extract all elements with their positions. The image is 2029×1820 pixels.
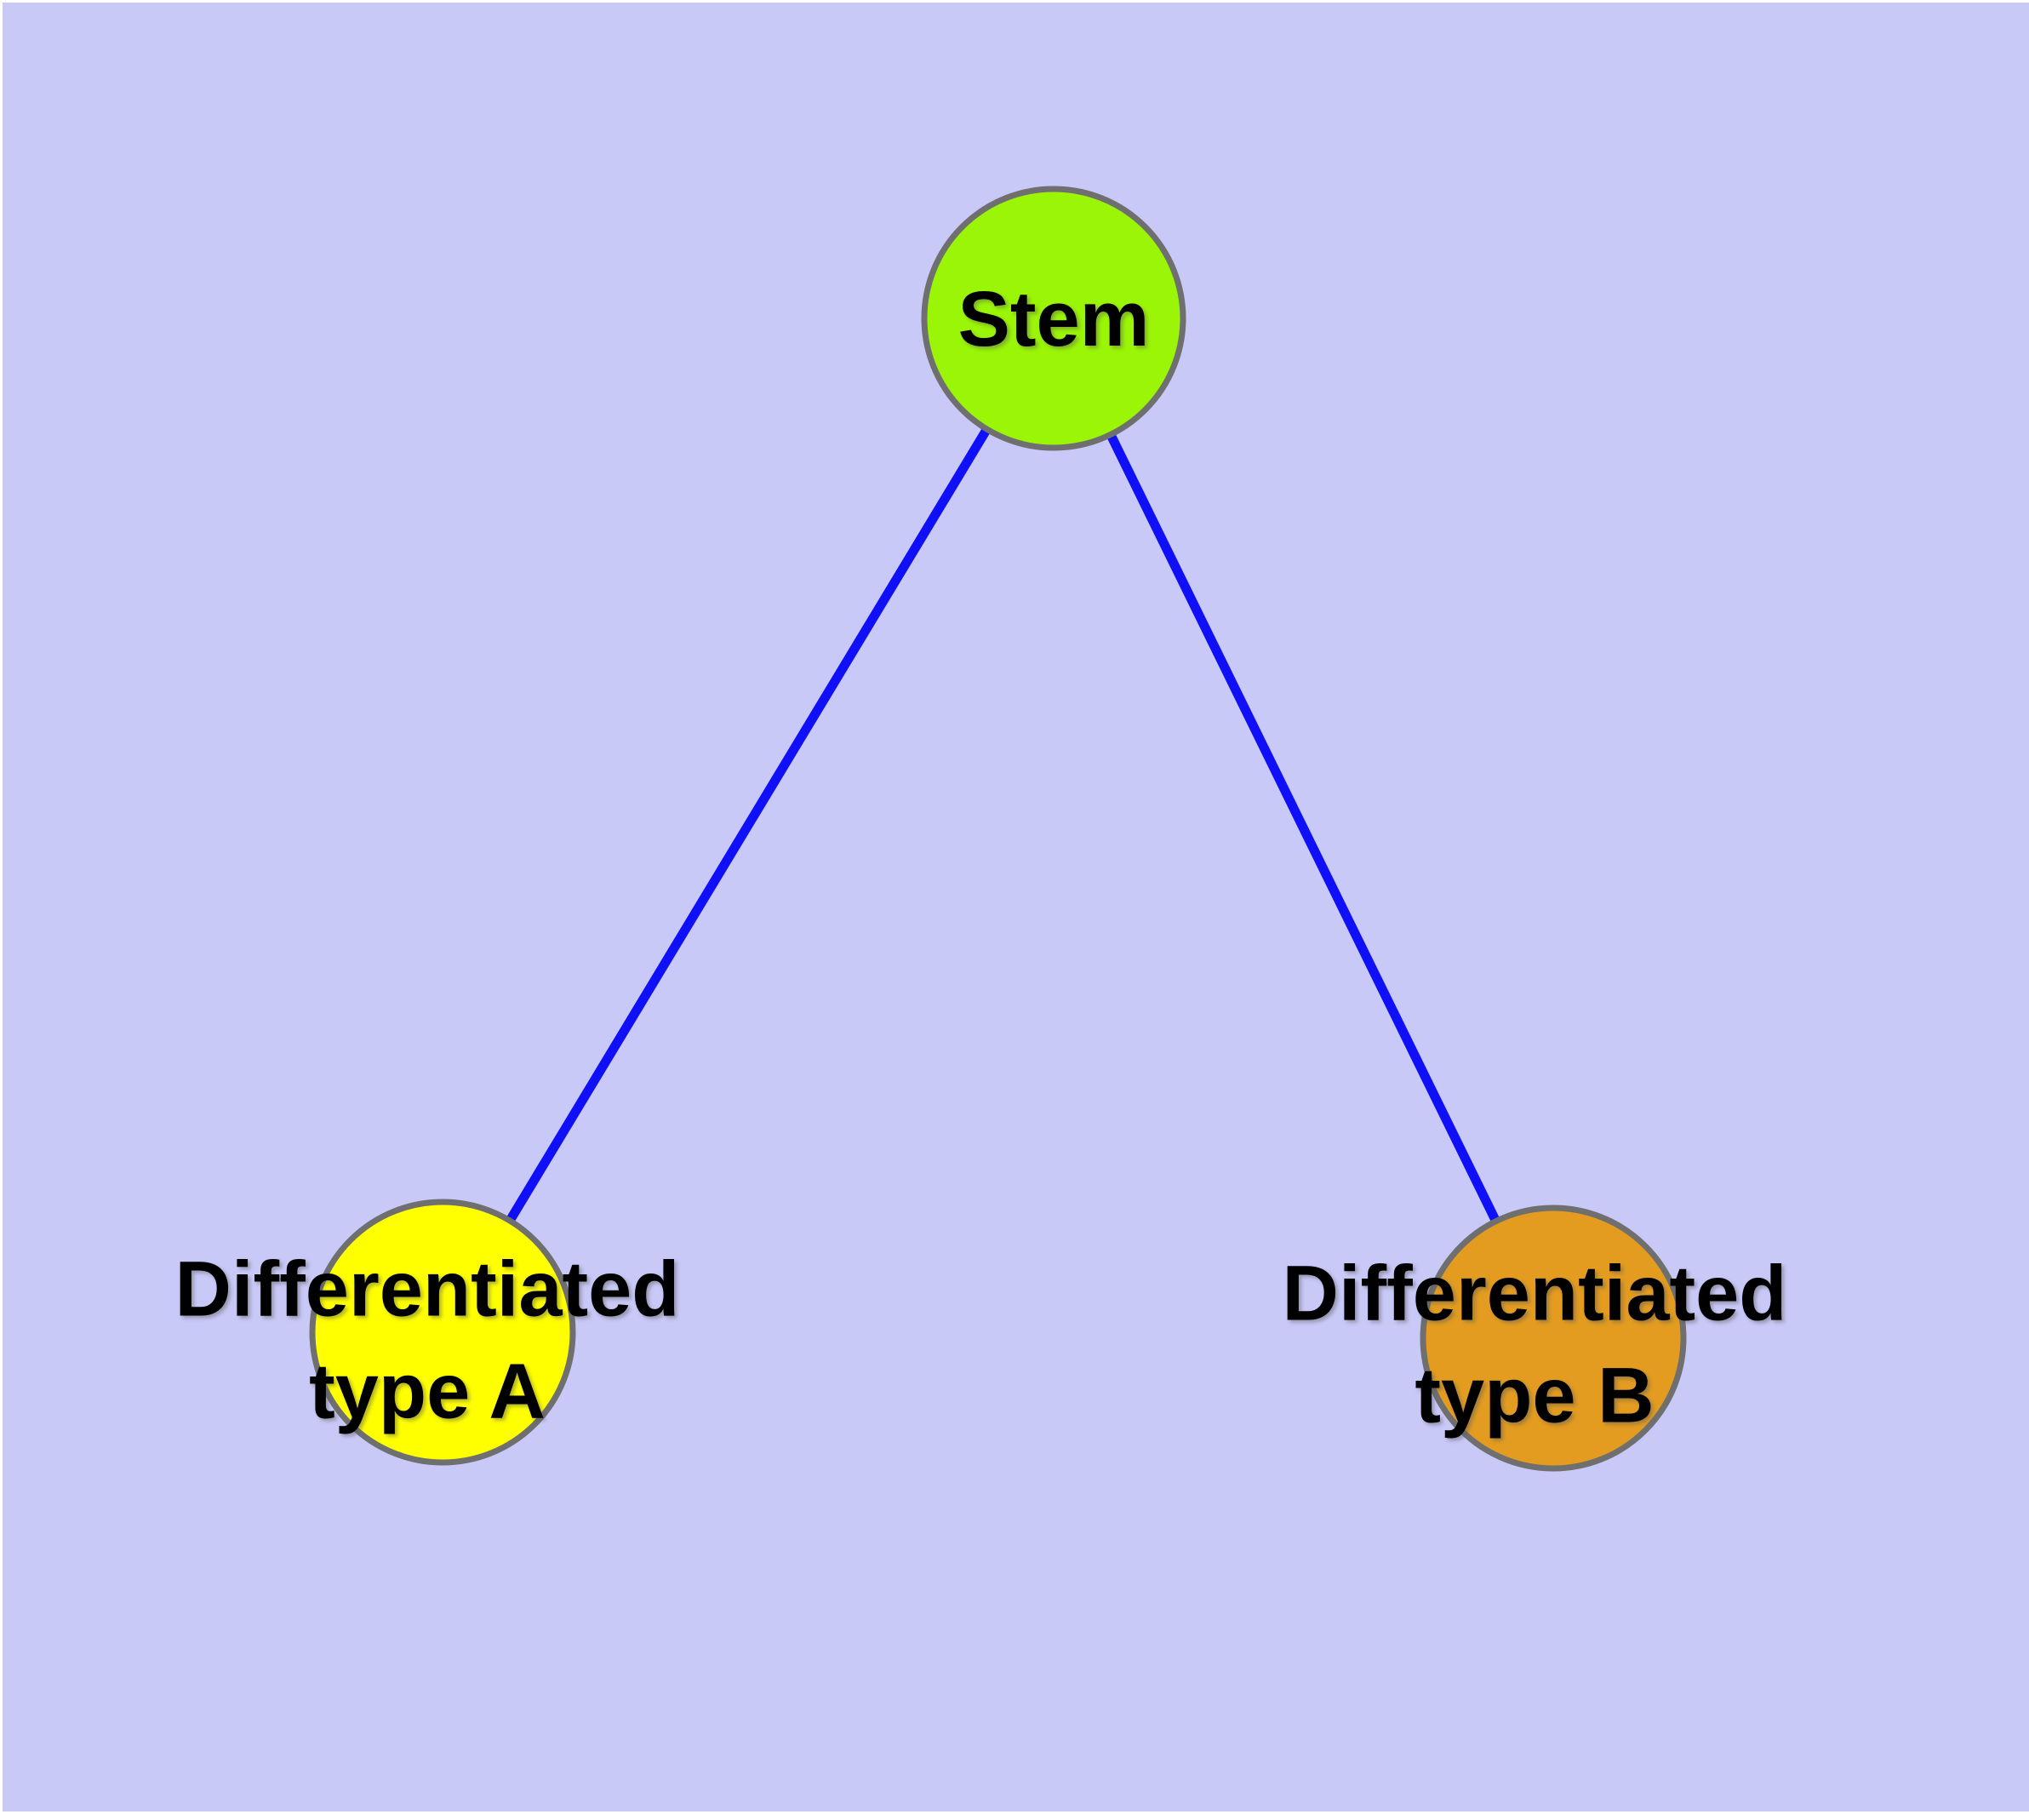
node-differentiated-type-a[interactable] [309,1199,576,1466]
edge-stem-to-differentiated-type-a [438,316,1058,1335]
edge-stem-to-differentiated-type-b [1049,316,1557,1341]
node-stem[interactable] [921,186,1186,451]
node-differentiated-type-b[interactable] [1420,1205,1687,1472]
